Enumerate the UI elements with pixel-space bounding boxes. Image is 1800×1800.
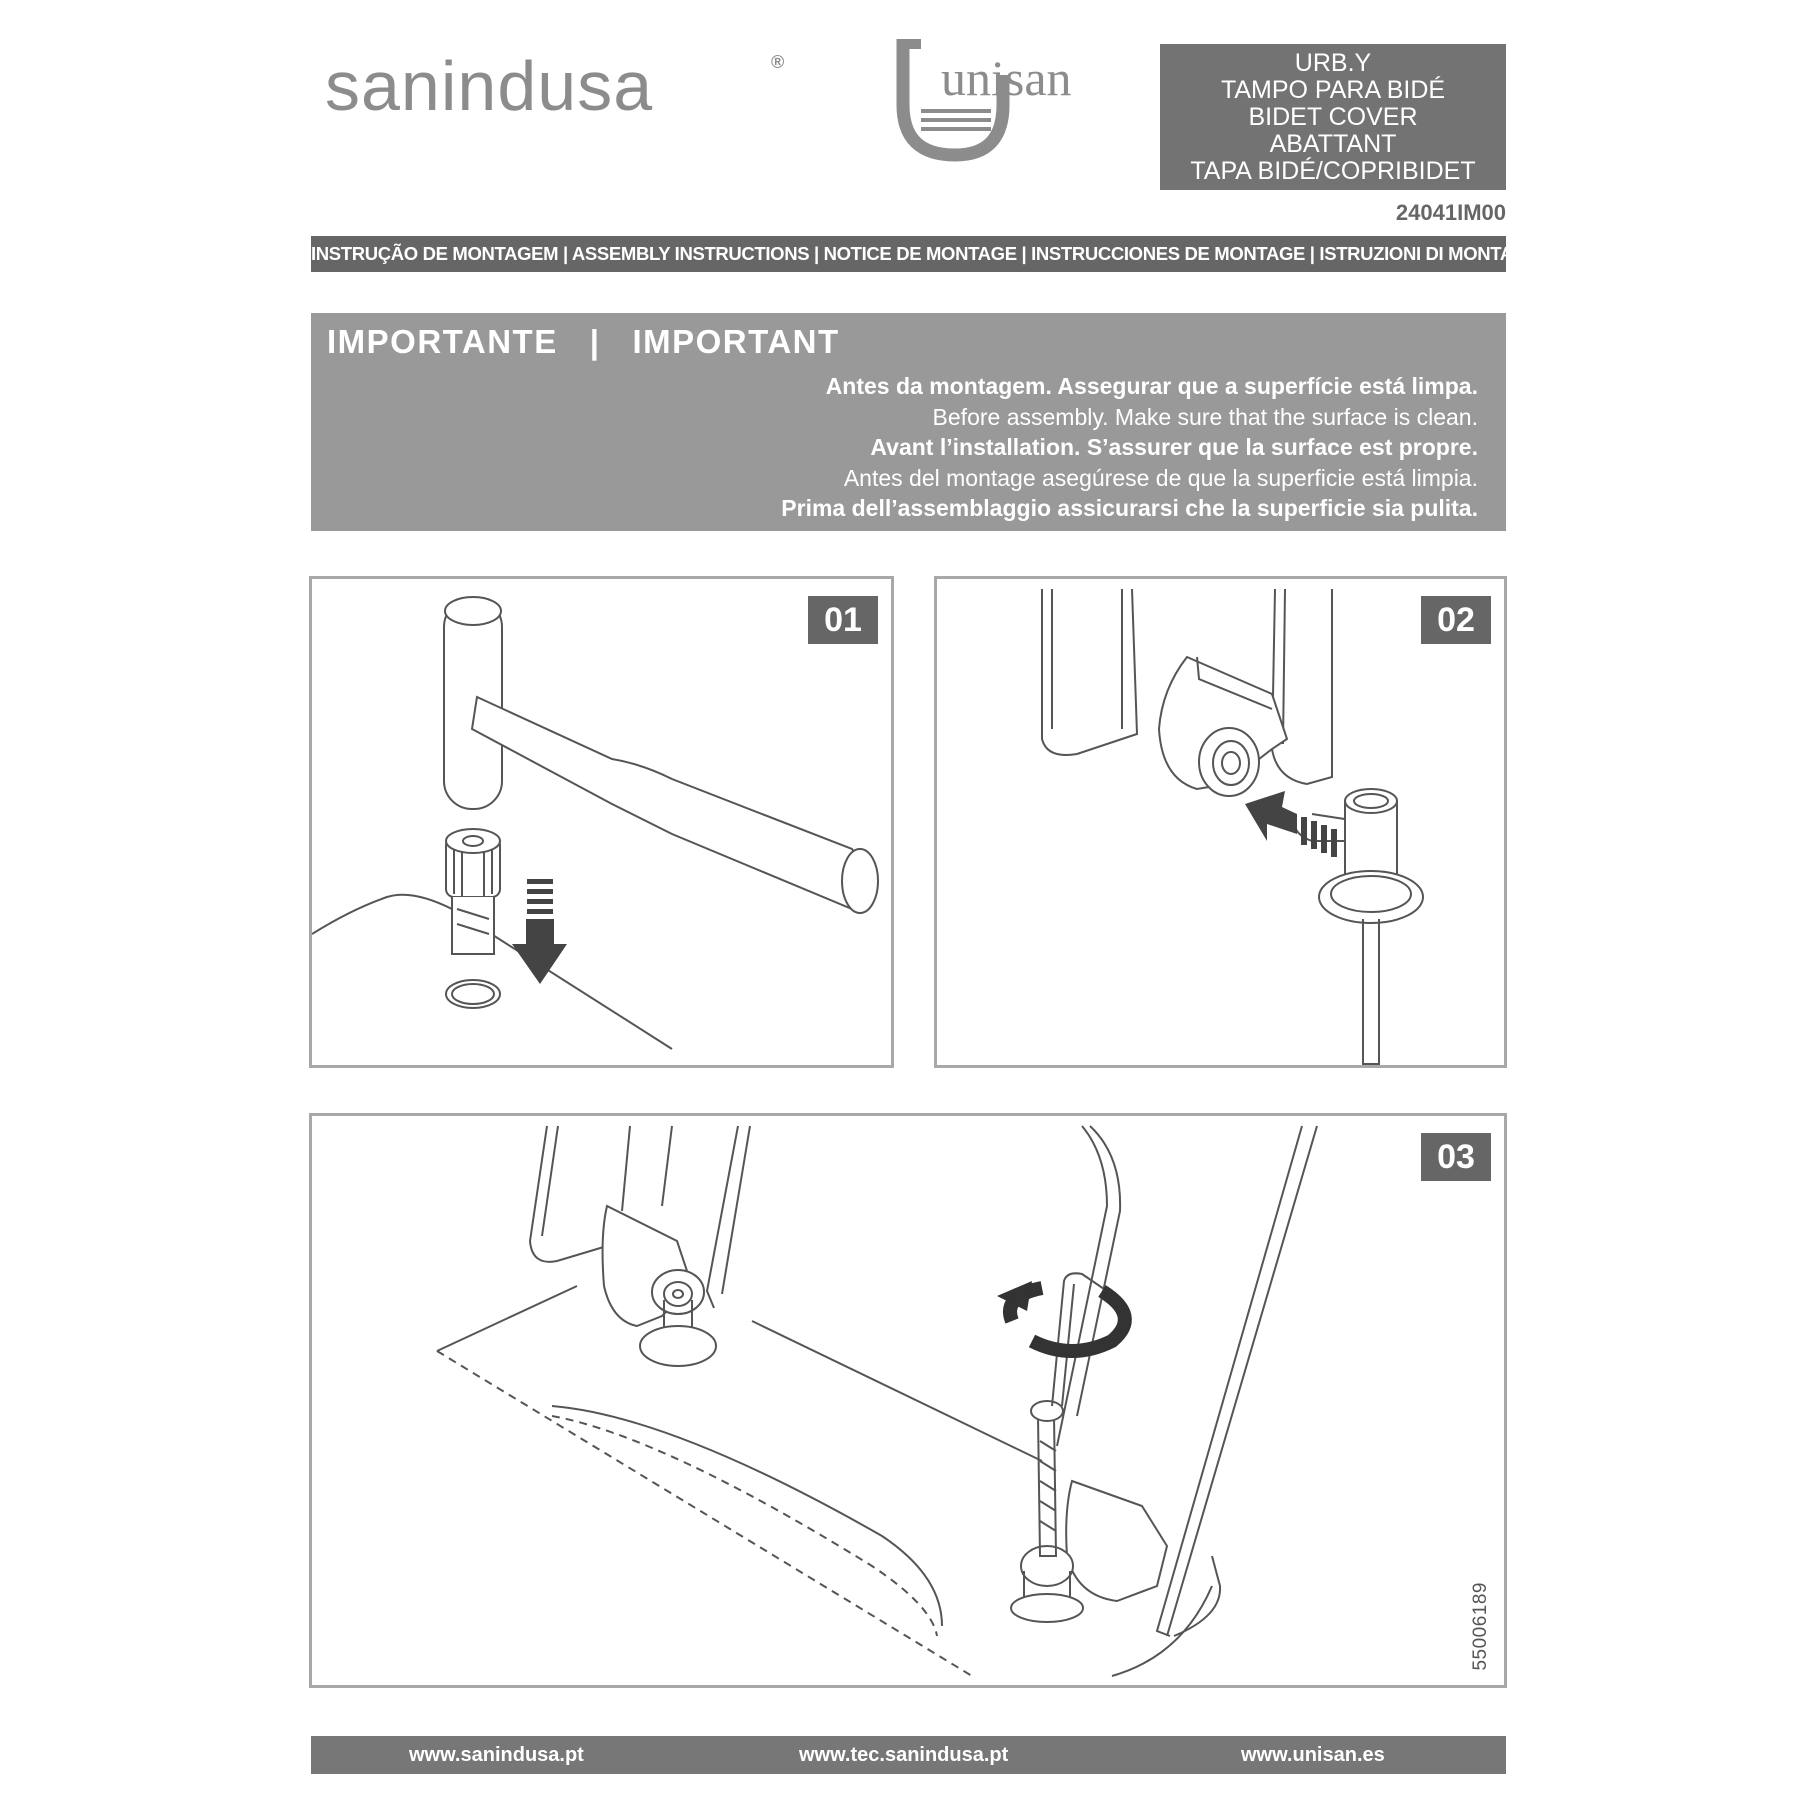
product-title-line: BIDET COVER xyxy=(1248,102,1418,131)
step-number-03: 03 xyxy=(1421,1133,1491,1181)
important-lines: Antes da montagem. Assegurar que a super… xyxy=(781,371,1478,524)
notice-line-fr: Avant l’installation. S’assurer que la s… xyxy=(870,434,1478,460)
unisan-logo: unisan xyxy=(896,39,1072,162)
important-heading: IMPORTANTE | IMPORTANT xyxy=(327,323,840,360)
footer-link-sanindusa[interactable]: www.sanindusa.pt xyxy=(409,1744,584,1766)
notice-line-it: Prima dell’assemblaggio assicurarsi che … xyxy=(781,495,1478,521)
step-panel-01: 01 xyxy=(309,576,894,1068)
step-panel-03: 03 55006189 xyxy=(309,1113,1507,1688)
step-02-illustration xyxy=(1041,588,1424,1065)
footer-link-unisan[interactable]: www.unisan.es xyxy=(1241,1744,1385,1766)
assembly-instructions-bar: INSTRUÇÃO DE MONTAGEM | ASSEMBLY INSTRUC… xyxy=(311,236,1560,272)
step-panel-02: 02 xyxy=(934,576,1507,1068)
sanindusa-logo: sanindusa ® xyxy=(325,47,784,125)
footer-bar: www.sanindusa.pt www.tec.sanindusa.pt ww… xyxy=(311,1736,1506,1774)
step-number-02: 02 xyxy=(1421,596,1491,644)
notice-line-pt: Antes da montagem. Assegurar que a super… xyxy=(825,373,1478,399)
step-03-illustration xyxy=(436,1125,1318,1677)
product-title-line: URB.Y xyxy=(1294,48,1372,77)
registered-mark: ® xyxy=(771,52,784,72)
product-title-box: URB.Y TAMPO PARA BIDÉ BIDET COVER ABATTA… xyxy=(1160,44,1506,190)
document-code: 24041IM00 xyxy=(1395,200,1506,225)
part-number: 55006189 xyxy=(1470,1582,1491,1671)
sanindusa-logo-text: sanindusa xyxy=(325,47,653,125)
product-title-line: TAMPO PARA BIDÉ xyxy=(1220,75,1446,104)
important-notice: IMPORTANTE | IMPORTANT Antes da montagem… xyxy=(311,313,1506,531)
footer-link-tec-sanindusa[interactable]: www.tec.sanindusa.pt xyxy=(799,1744,1009,1766)
product-title-line: TAPA BIDÉ/COPRIBIDET xyxy=(1190,156,1476,185)
notice-line-en: Before assembly. Make sure that the surf… xyxy=(932,403,1478,430)
step-number-01: 01 xyxy=(808,596,878,644)
product-title-line: ABATTANT xyxy=(1269,129,1397,158)
notice-line-es: Antes del montage asegúrese de que la su… xyxy=(843,464,1478,491)
step-01-illustration xyxy=(312,596,879,1050)
unisan-logo-text: unisan xyxy=(941,50,1072,106)
